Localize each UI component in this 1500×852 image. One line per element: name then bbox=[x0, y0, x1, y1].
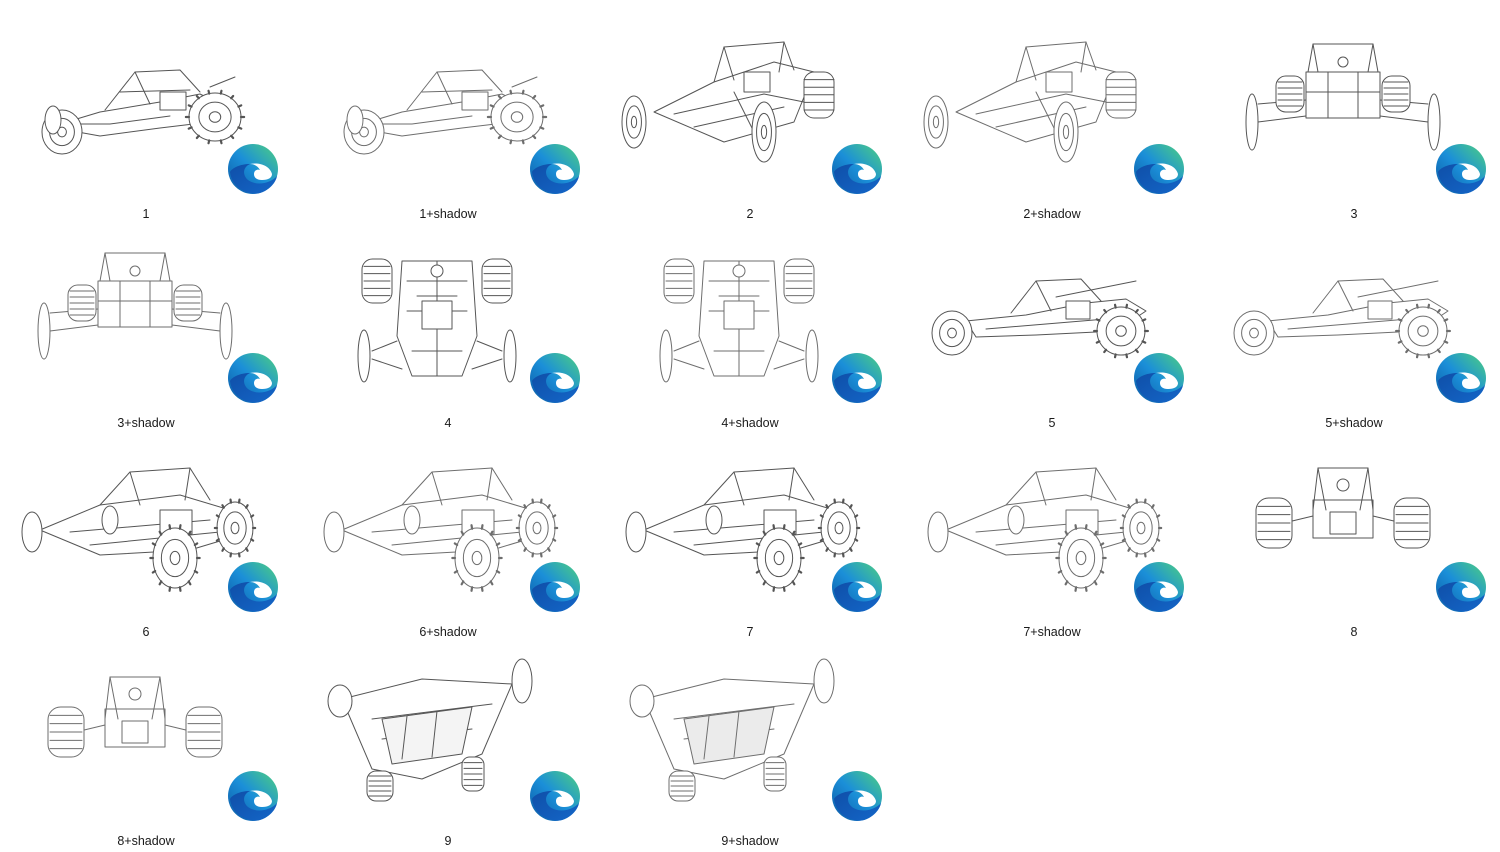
file-tile[interactable]: 9+shadow bbox=[604, 647, 884, 852]
microsoft-edge-icon bbox=[1434, 142, 1488, 196]
microsoft-edge-icon bbox=[830, 769, 884, 823]
microsoft-edge-icon bbox=[528, 142, 582, 196]
file-tile[interactable]: 6+shadow bbox=[302, 438, 582, 643]
file-name-label: 8+shadow bbox=[0, 834, 292, 848]
buggy-thumbnail bbox=[916, 241, 1166, 381]
file-name-label: 7 bbox=[604, 625, 896, 639]
file-name-label: 8 bbox=[1208, 625, 1500, 639]
buggy-thumbnail bbox=[312, 32, 562, 172]
buggy-thumbnail bbox=[10, 241, 260, 381]
microsoft-edge-icon bbox=[226, 560, 280, 614]
file-tile[interactable]: 1 bbox=[0, 20, 280, 225]
file-tile[interactable]: 3+shadow bbox=[0, 229, 280, 434]
buggy-thumbnail bbox=[1218, 32, 1468, 172]
file-tile[interactable]: 8 bbox=[1208, 438, 1488, 643]
file-name-label: 5 bbox=[906, 416, 1198, 430]
microsoft-edge-icon bbox=[1434, 351, 1488, 405]
buggy-thumbnail bbox=[10, 659, 260, 799]
microsoft-edge-icon bbox=[528, 351, 582, 405]
microsoft-edge-icon bbox=[1132, 560, 1186, 614]
buggy-thumbnail bbox=[614, 450, 864, 590]
buggy-thumbnail bbox=[312, 450, 562, 590]
file-tile[interactable]: 3 bbox=[1208, 20, 1488, 225]
microsoft-edge-icon bbox=[830, 351, 884, 405]
buggy-thumbnail bbox=[10, 450, 260, 590]
file-tile[interactable]: 2+shadow bbox=[906, 20, 1186, 225]
file-name-label: 6 bbox=[0, 625, 292, 639]
file-tile[interactable]: 9 bbox=[302, 647, 582, 852]
file-name-label: 2+shadow bbox=[906, 207, 1198, 221]
file-tile[interactable]: 8+shadow bbox=[0, 647, 280, 852]
microsoft-edge-icon bbox=[830, 560, 884, 614]
file-tile[interactable]: 5+shadow bbox=[1208, 229, 1488, 434]
microsoft-edge-icon bbox=[830, 142, 884, 196]
file-name-label: 7+shadow bbox=[906, 625, 1198, 639]
microsoft-edge-icon bbox=[528, 560, 582, 614]
buggy-thumbnail bbox=[916, 32, 1166, 172]
file-name-label: 3 bbox=[1208, 207, 1500, 221]
microsoft-edge-icon bbox=[528, 769, 582, 823]
buggy-thumbnail bbox=[312, 659, 562, 799]
microsoft-edge-icon bbox=[226, 142, 280, 196]
file-name-label: 2 bbox=[604, 207, 896, 221]
microsoft-edge-icon bbox=[1434, 560, 1488, 614]
file-name-label: 9 bbox=[302, 834, 594, 848]
buggy-thumbnail bbox=[10, 32, 260, 172]
file-name-label: 4+shadow bbox=[604, 416, 896, 430]
file-tile[interactable]: 7 bbox=[604, 438, 884, 643]
microsoft-edge-icon bbox=[1132, 351, 1186, 405]
file-tile[interactable]: 4 bbox=[302, 229, 582, 434]
file-tile[interactable]: 5 bbox=[906, 229, 1186, 434]
file-name-label: 3+shadow bbox=[0, 416, 292, 430]
buggy-thumbnail bbox=[916, 450, 1166, 590]
file-name-label: 5+shadow bbox=[1208, 416, 1500, 430]
file-name-label: 6+shadow bbox=[302, 625, 594, 639]
microsoft-edge-icon bbox=[226, 769, 280, 823]
microsoft-edge-icon bbox=[1132, 142, 1186, 196]
buggy-thumbnail bbox=[614, 32, 864, 172]
file-name-label: 1 bbox=[0, 207, 292, 221]
buggy-thumbnail bbox=[614, 241, 864, 381]
file-tile[interactable]: 1+shadow bbox=[302, 20, 582, 225]
buggy-thumbnail bbox=[1218, 241, 1468, 381]
file-tile[interactable]: 2 bbox=[604, 20, 884, 225]
file-name-label: 9+shadow bbox=[604, 834, 896, 848]
buggy-thumbnail bbox=[614, 659, 864, 799]
microsoft-edge-icon bbox=[226, 351, 280, 405]
file-tile[interactable]: 6 bbox=[0, 438, 280, 643]
file-name-label: 4 bbox=[302, 416, 594, 430]
file-tile[interactable]: 4+shadow bbox=[604, 229, 884, 434]
file-name-label: 1+shadow bbox=[302, 207, 594, 221]
file-tile[interactable]: 7+shadow bbox=[906, 438, 1186, 643]
buggy-thumbnail bbox=[1218, 450, 1468, 590]
buggy-thumbnail bbox=[312, 241, 562, 381]
